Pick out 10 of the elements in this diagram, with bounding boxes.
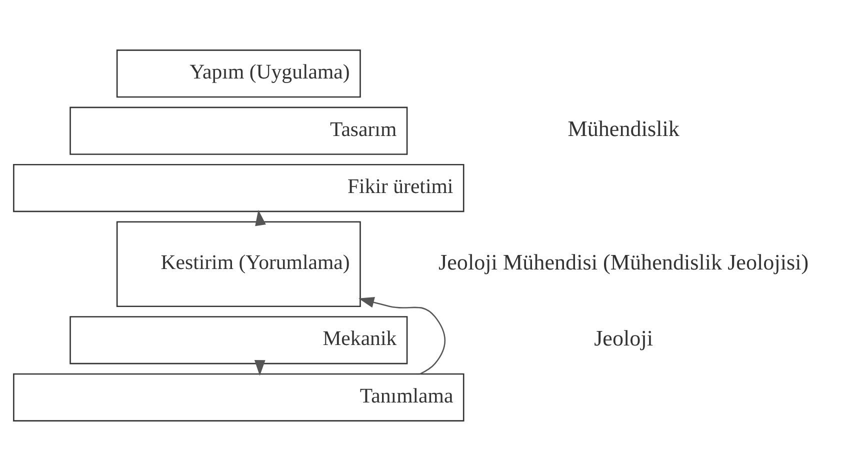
arrow xyxy=(255,210,266,226)
label: Mühendislik xyxy=(568,116,680,142)
node-box: Tasarım xyxy=(70,106,408,155)
node-box: Tanımlama xyxy=(13,373,464,422)
label: Jeoloji Mühendisi (Mühendislik Jeolojisi) xyxy=(438,249,809,274)
arrow xyxy=(254,360,266,376)
node-box: Fikir üretimi xyxy=(13,164,464,212)
label: Jeoloji xyxy=(594,326,654,351)
node-box: Yapım (Uygulama) xyxy=(116,50,361,98)
arrow xyxy=(358,297,446,374)
